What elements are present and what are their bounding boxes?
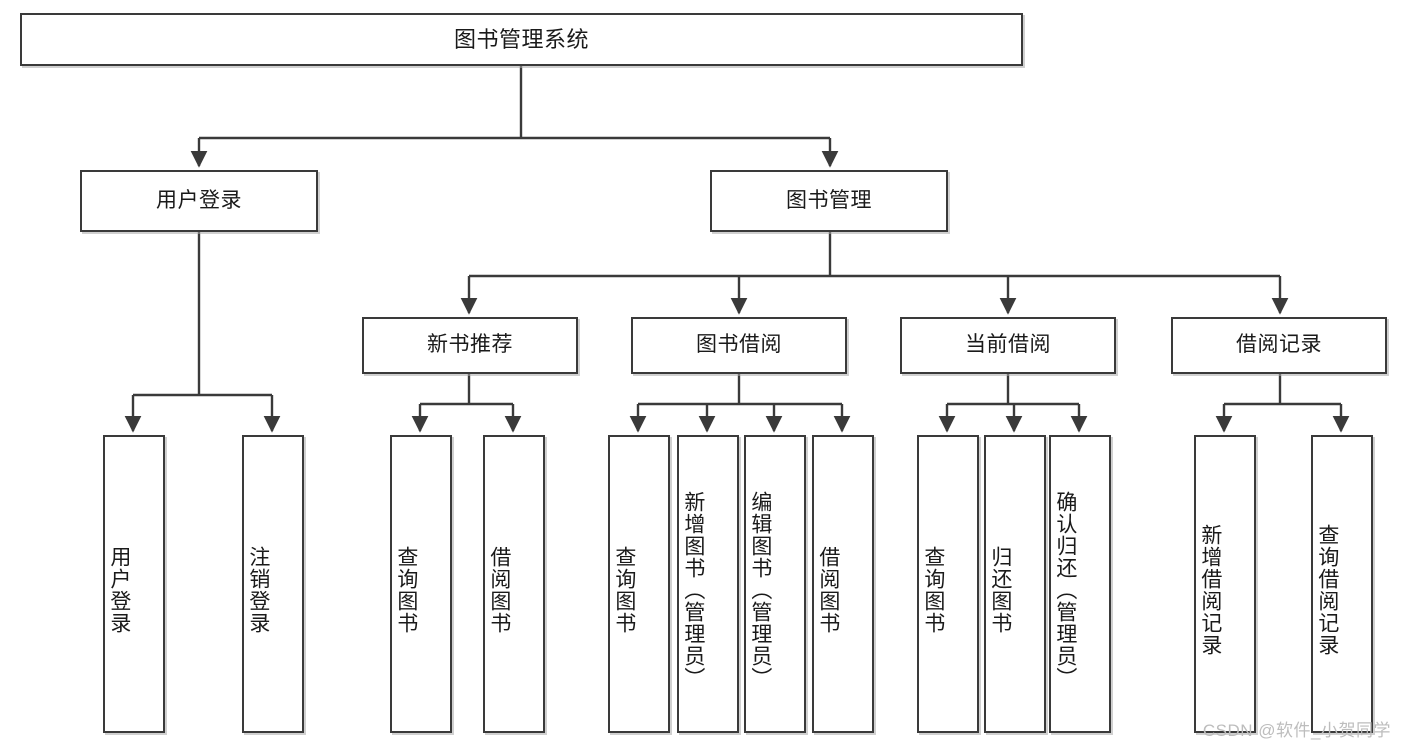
node-new-book-recommend[interactable]: 新书推荐 — [362, 317, 578, 374]
node-leaf-query-book-3[interactable]: 查询图书 — [917, 435, 979, 733]
node-root-label: 图书管理系统 — [453, 26, 589, 52]
node-leaf-query-book-2[interactable]: 查询图书 — [608, 435, 670, 733]
node-leaf-add-record[interactable]: 新增借阅记录 — [1194, 435, 1256, 733]
node-leaf-add-book-label: 新增图书（管理员） — [681, 491, 705, 689]
node-leaf-query-book-1[interactable]: 查询图书 — [390, 435, 452, 733]
node-leaf-query-book-3-label: 查询图书 — [921, 546, 945, 634]
node-leaf-user-login[interactable]: 用户登录 — [103, 435, 165, 733]
node-leaf-user-logout[interactable]: 注销登录 — [242, 435, 304, 733]
node-user-login-label: 用户登录 — [156, 188, 242, 212]
node-leaf-query-record-label: 查询借阅记录 — [1315, 524, 1339, 656]
node-book-borrow[interactable]: 图书借阅 — [631, 317, 847, 374]
node-leaf-confirm-return-label: 确认归还（管理员） — [1053, 491, 1077, 689]
node-leaf-query-book-2-label: 查询图书 — [612, 546, 636, 634]
node-current-borrow[interactable]: 当前借阅 — [900, 317, 1116, 374]
node-borrow-record[interactable]: 借阅记录 — [1171, 317, 1387, 374]
node-current-borrow-label: 当前借阅 — [965, 333, 1051, 357]
node-leaf-borrow-book-1-label: 借阅图书 — [487, 546, 511, 634]
node-leaf-borrow-book-1[interactable]: 借阅图书 — [483, 435, 545, 733]
node-leaf-confirm-return[interactable]: 确认归还（管理员） — [1049, 435, 1111, 733]
node-leaf-user-logout-label: 注销登录 — [246, 546, 270, 634]
node-root[interactable]: 图书管理系统 — [20, 13, 1023, 66]
node-book-management[interactable]: 图书管理 — [710, 170, 948, 232]
node-leaf-borrow-book-2-label: 借阅图书 — [816, 546, 840, 634]
node-leaf-query-record[interactable]: 查询借阅记录 — [1311, 435, 1373, 733]
watermark: CSDN @软件_小贺同学 — [1202, 721, 1391, 740]
node-book-borrow-label: 图书借阅 — [696, 333, 782, 357]
node-book-management-label: 图书管理 — [786, 188, 872, 212]
node-leaf-query-book-1-label: 查询图书 — [394, 546, 418, 634]
node-borrow-record-label: 借阅记录 — [1236, 333, 1322, 357]
node-user-login[interactable]: 用户登录 — [80, 170, 318, 232]
node-leaf-add-record-label: 新增借阅记录 — [1198, 524, 1222, 656]
node-leaf-add-book[interactable]: 新增图书（管理员） — [677, 435, 739, 733]
node-leaf-return-book[interactable]: 归还图书 — [984, 435, 1046, 733]
node-leaf-edit-book[interactable]: 编辑图书（管理员） — [744, 435, 806, 733]
node-leaf-user-login-label: 用户登录 — [107, 546, 131, 634]
node-new-book-recommend-label: 新书推荐 — [427, 333, 513, 357]
node-leaf-edit-book-label: 编辑图书（管理员） — [748, 491, 772, 689]
node-leaf-return-book-label: 归还图书 — [988, 546, 1012, 634]
node-leaf-borrow-book-2[interactable]: 借阅图书 — [812, 435, 874, 733]
